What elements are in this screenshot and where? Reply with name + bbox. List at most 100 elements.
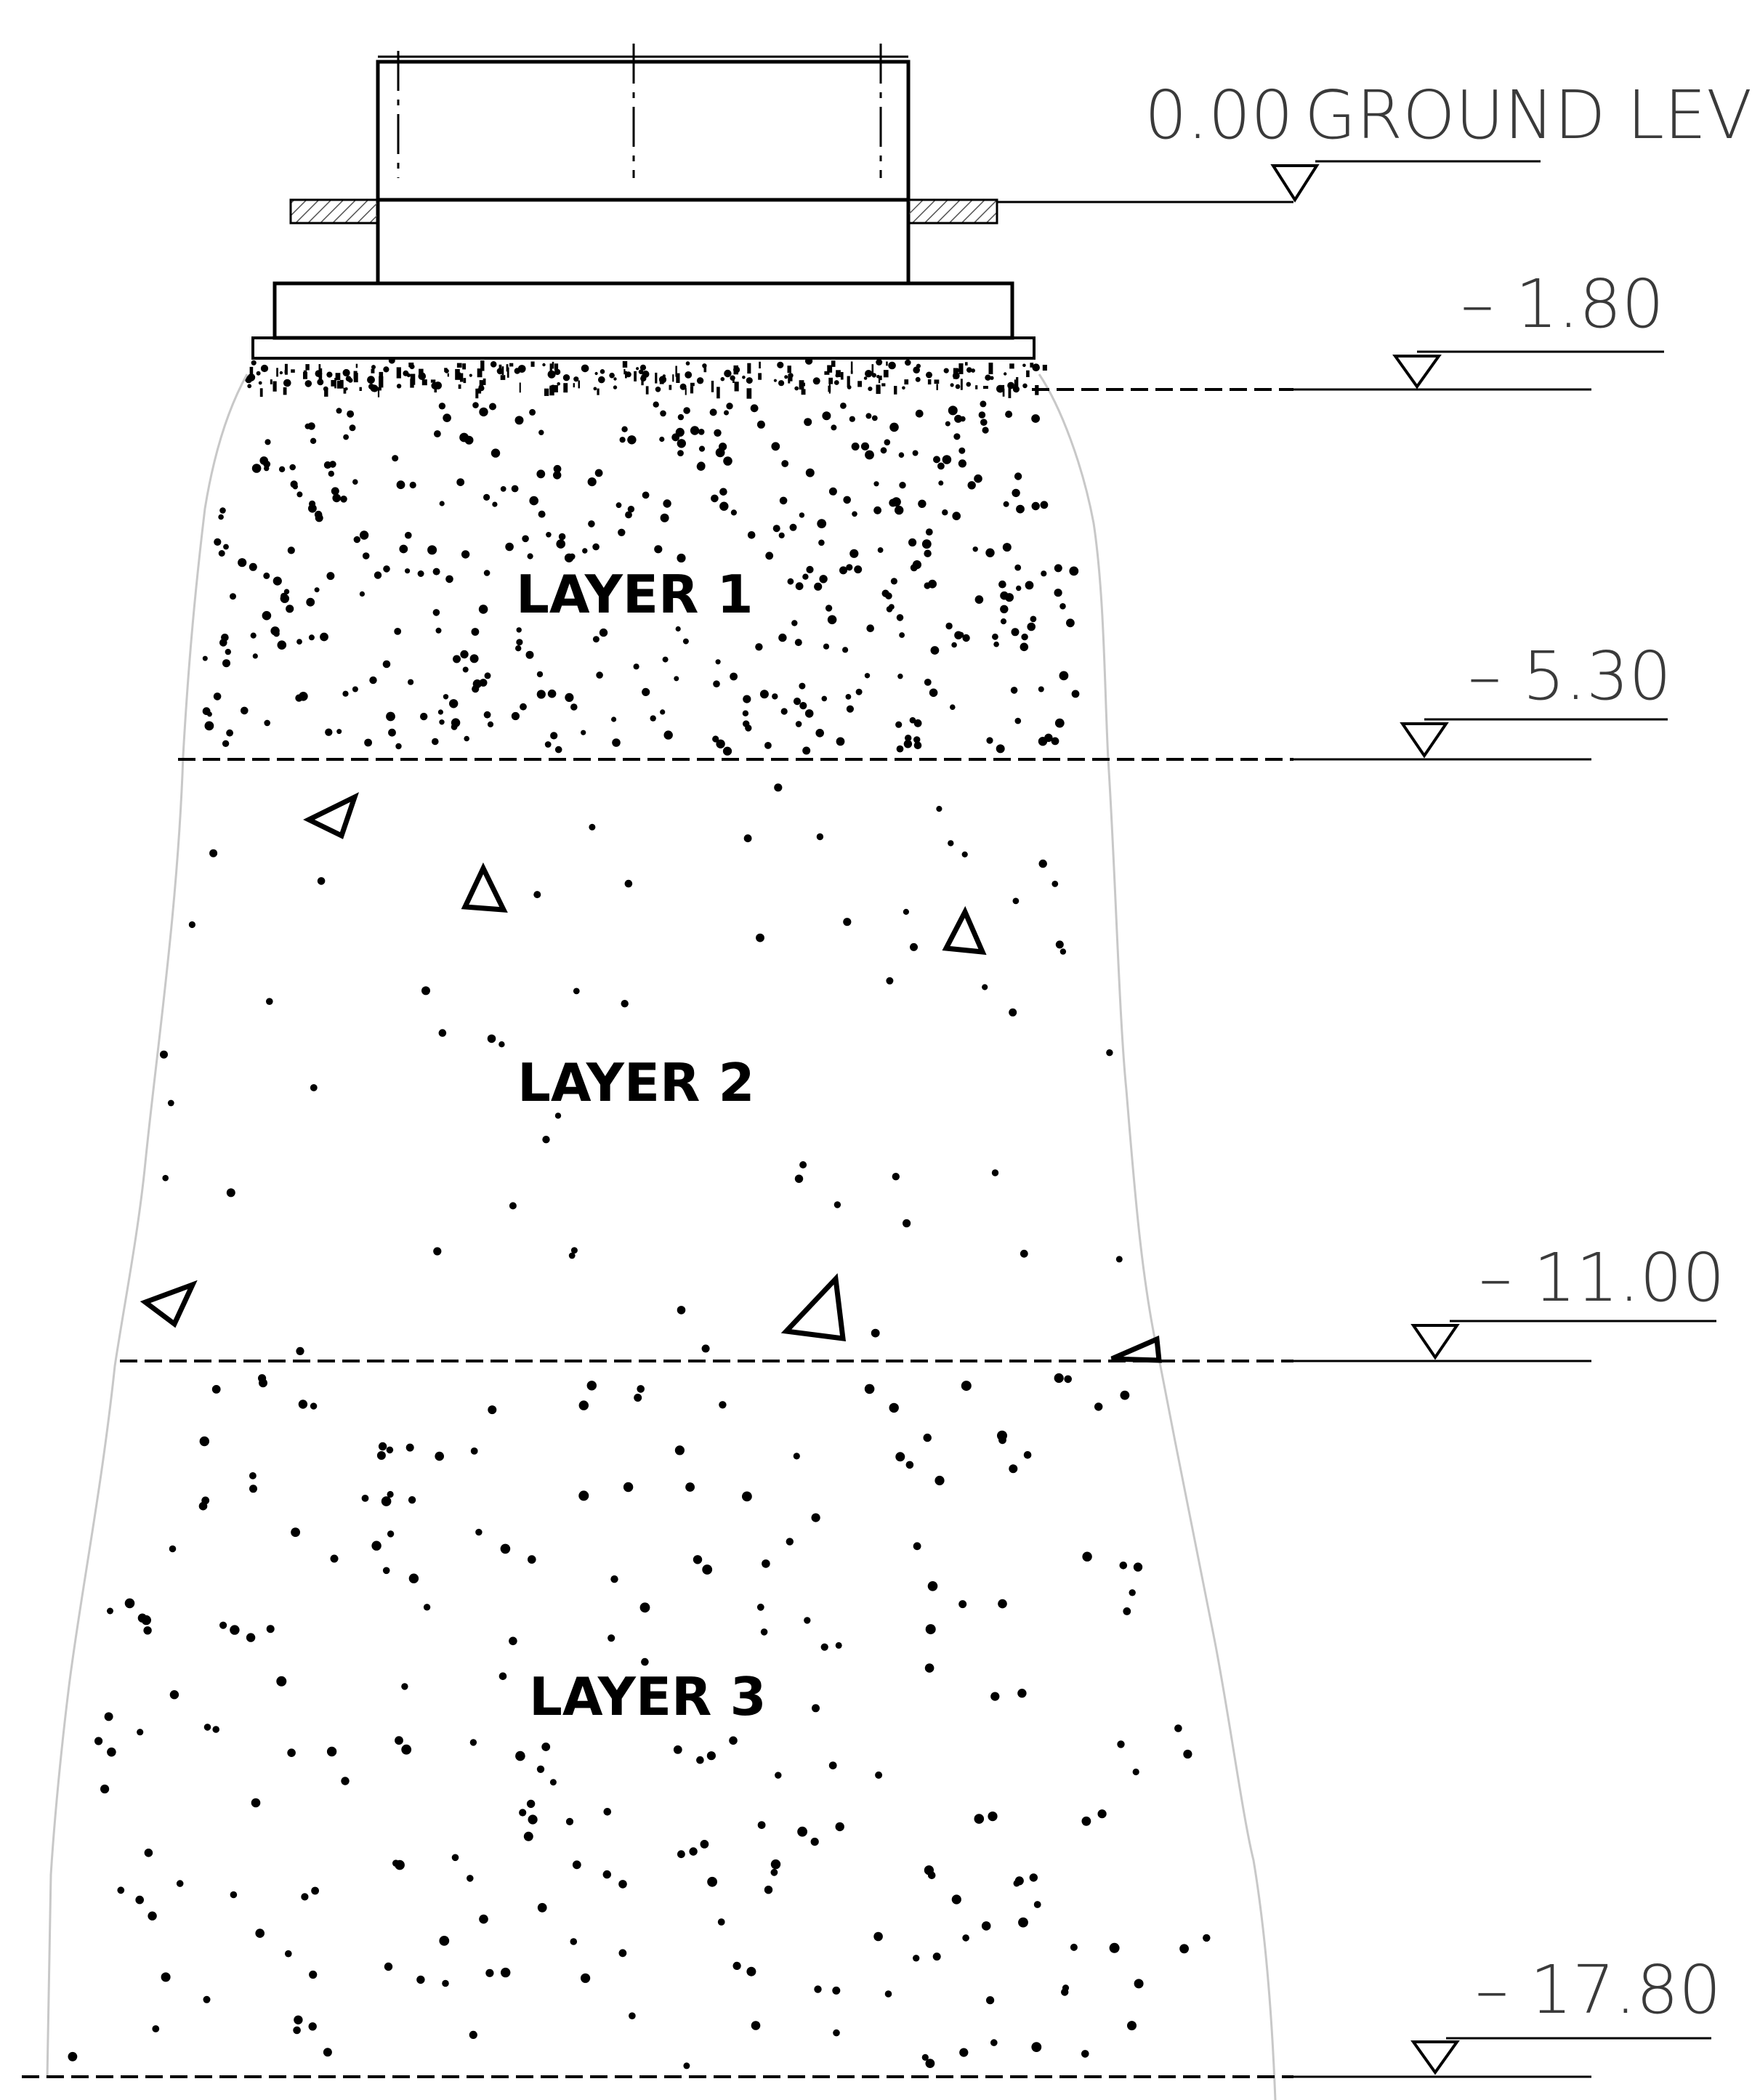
soil-dot	[308, 2022, 317, 2031]
soil-dot	[408, 1573, 419, 1583]
soil-dot	[743, 834, 752, 843]
soil-dot	[677, 413, 685, 421]
gravel-particle	[1032, 363, 1040, 372]
soil-dot	[445, 575, 453, 583]
soil-dot	[700, 1840, 709, 1849]
soil-dot	[1174, 1724, 1182, 1732]
soil-dot	[884, 439, 891, 445]
soil-dot	[137, 1613, 148, 1623]
gravel-particle	[685, 371, 693, 379]
soil-dot	[289, 464, 296, 471]
soil-dot	[472, 679, 482, 689]
soil-dot	[586, 1381, 597, 1391]
soil-dot	[714, 429, 722, 437]
soil-dot	[320, 632, 328, 642]
soil-dot	[565, 692, 574, 703]
gravel-particle	[1009, 363, 1014, 369]
gravel-particle	[672, 374, 674, 382]
soil-dot	[211, 1385, 221, 1394]
soil-dot	[814, 582, 823, 591]
soil-dot	[488, 1405, 497, 1415]
gravel-particle	[902, 386, 905, 390]
soil-dot	[811, 1513, 820, 1522]
soil-dot	[296, 491, 303, 498]
gravel-particle	[622, 361, 628, 368]
soil-dot	[516, 627, 522, 633]
soil-dot	[387, 1490, 394, 1498]
gravel-base	[245, 357, 1047, 399]
soil-dot	[498, 1041, 505, 1048]
gravel-particle	[458, 384, 461, 389]
soil-dot	[627, 435, 637, 445]
gravel-particle	[1004, 372, 1007, 376]
gravel-particle	[256, 371, 261, 376]
soil-dot	[100, 1784, 110, 1794]
soil-dot	[711, 494, 719, 503]
layer-labels: LAYER 1 LAYER 2 LAYER 3	[516, 564, 767, 1727]
soil-dot	[124, 1598, 135, 1609]
soil-dot	[980, 419, 988, 426]
level-marker-5-30: – 5.30	[1400, 637, 1671, 759]
soil-dot	[371, 1540, 382, 1551]
soil-dot	[519, 1809, 527, 1817]
gravel-particle	[434, 388, 437, 393]
soil-dot	[756, 420, 765, 429]
soil-dot	[388, 728, 396, 737]
soil-dot	[927, 1871, 936, 1880]
soil-dot	[295, 694, 303, 702]
soil-dot	[311, 1886, 319, 1895]
soil-dot	[890, 578, 897, 585]
soil-dot	[589, 823, 596, 831]
soil-dot	[1014, 564, 1022, 571]
soil-dot	[762, 1559, 770, 1568]
soil-dot	[438, 1029, 447, 1037]
soil-dot	[529, 496, 538, 506]
soil-dot	[642, 491, 650, 499]
gravel-particle	[904, 379, 909, 385]
soil-dot	[821, 695, 828, 702]
soil-dot	[347, 410, 355, 418]
soil-dot	[221, 634, 229, 642]
gravel-particle	[716, 387, 720, 399]
gravel-particle	[563, 383, 568, 393]
soil-dot	[317, 877, 326, 885]
soil-dot	[437, 709, 444, 715]
soil-dot	[218, 550, 225, 557]
gravel-particle	[881, 383, 886, 387]
soil-dot	[1129, 1589, 1136, 1596]
soil-dot	[864, 1384, 875, 1394]
gravel-particle	[410, 379, 414, 388]
soil-dot	[967, 481, 976, 490]
soil-dot	[1059, 671, 1069, 681]
soil-dot	[564, 553, 574, 562]
soil-dot	[938, 480, 944, 486]
soil-dot	[152, 2025, 160, 2032]
soil-dot	[991, 1169, 999, 1176]
soil-dot	[219, 1621, 227, 1629]
soil-dot	[287, 1748, 296, 1757]
soil-dot	[779, 496, 788, 505]
footing	[273, 281, 1014, 340]
soil-dot	[554, 746, 562, 754]
gravel-particle	[331, 380, 335, 387]
soil-dot	[958, 1600, 967, 1609]
soil-dot	[833, 1201, 841, 1208]
soil-dot	[794, 639, 802, 647]
soil-dot	[913, 719, 922, 727]
soil-dot	[660, 410, 666, 417]
soil-dot	[706, 1751, 716, 1761]
soil-dot	[439, 719, 445, 725]
gravel-particle	[824, 371, 830, 375]
soil-dot	[634, 1394, 642, 1402]
gravel-particle	[1022, 383, 1028, 389]
soil-dot	[578, 1490, 589, 1501]
soil-dot	[587, 477, 597, 487]
soil-dot	[527, 553, 533, 560]
soil-dot	[536, 469, 546, 479]
gravel-particle	[431, 381, 439, 389]
soil-dot	[329, 461, 336, 468]
soil-dot	[778, 532, 785, 538]
soil-dot	[719, 501, 729, 511]
soil-dot	[1051, 881, 1059, 887]
gravel-particle	[828, 385, 831, 392]
